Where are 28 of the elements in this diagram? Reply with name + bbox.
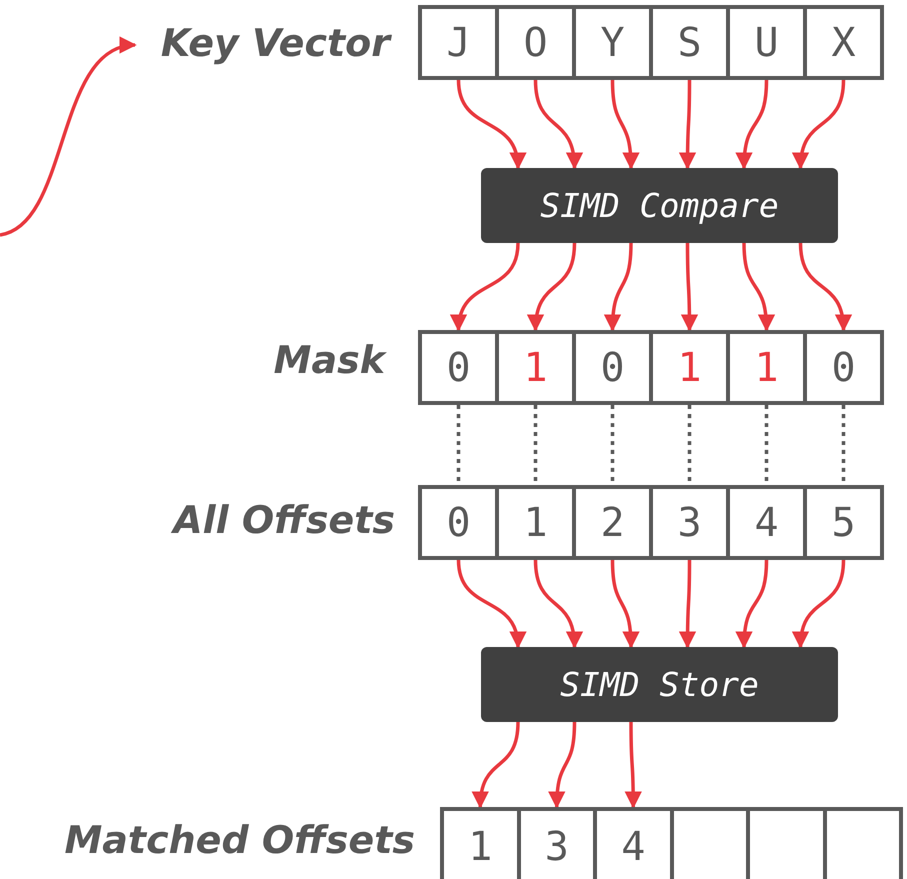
arrow [456,560,526,649]
operation-box: SIMD Store [481,647,838,722]
arrow [548,722,576,809]
row-label: Key Vector [120,15,390,70]
arrow [736,80,768,170]
arrow [792,560,846,649]
arrow [472,722,520,809]
arrow [456,80,526,170]
arrow [0,39,137,237]
arrow [624,722,642,809]
row-label: Mask [272,337,385,384]
row-label: Matched Offsets [63,817,415,864]
arrow [451,242,520,332]
arrow [534,560,582,649]
row-label: All Offsets [170,497,395,544]
arrow [742,242,775,332]
arrow [528,242,576,332]
arrow [798,242,852,332]
arrow [610,80,640,170]
arrow [792,80,846,170]
operation-box: SIMD Compare [481,168,838,243]
arrow [736,560,768,649]
arrow [678,80,696,170]
arrow [610,560,640,649]
arrow [604,242,633,332]
arrow [534,80,582,170]
arrow [678,560,696,649]
arrow [680,243,698,332]
